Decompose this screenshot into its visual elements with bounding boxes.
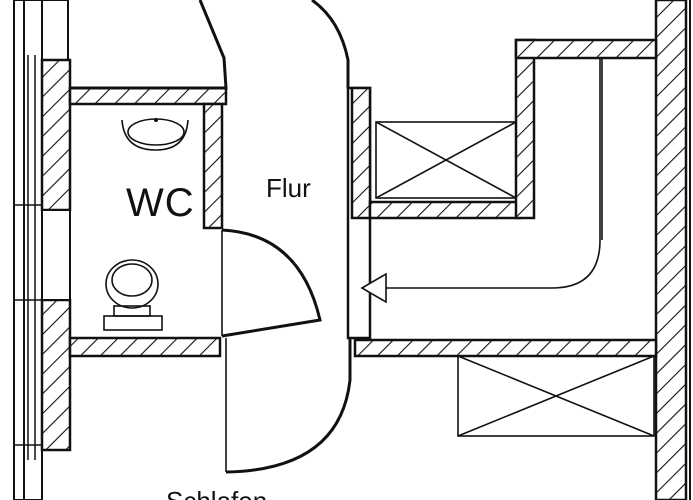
upper-wall-fragment	[70, 0, 228, 90]
door-wc	[221, 228, 322, 338]
room-label-schlafen: Schlafen	[166, 486, 267, 500]
ventilation-duct	[360, 58, 603, 304]
shaft-lower	[457, 355, 655, 437]
shaft-walls	[368, 38, 658, 220]
door-schlafen	[225, 338, 352, 474]
corridor-wall	[346, 86, 658, 358]
room-label-wc: WC	[126, 181, 195, 225]
room-label-flur: Flur	[266, 173, 311, 203]
exterior-wall-right	[654, 0, 691, 500]
toilet-icon	[103, 259, 163, 331]
shaft-upper	[375, 121, 517, 199]
door-flur-upper	[311, 0, 350, 88]
wc-walls	[68, 86, 228, 358]
exterior-wall-left	[13, 0, 72, 500]
arrow-icon	[360, 272, 387, 304]
washbasin-icon	[121, 118, 189, 151]
